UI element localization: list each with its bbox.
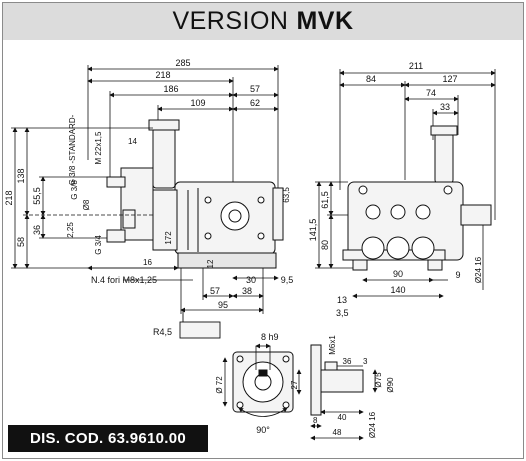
dim-55-5: 55,5 xyxy=(32,187,42,205)
dim-r-3-5: 3,5 xyxy=(336,308,349,318)
dia-8: Ø8 xyxy=(82,199,91,210)
shaft-40: 40 xyxy=(338,413,347,422)
dim-58: 58 xyxy=(16,237,26,247)
dim-109: 109 xyxy=(190,98,205,108)
dim-r-211: 211 xyxy=(409,61,423,71)
dim-r-80: 80 xyxy=(320,240,330,250)
shaft-36: 36 xyxy=(343,357,352,366)
dim-57-bottom: 57 xyxy=(210,286,220,296)
angle-90: 90° xyxy=(256,425,270,435)
dim-r-9: 9 xyxy=(455,270,460,280)
right-top-dimension-lines xyxy=(339,69,496,220)
dim-36: 36 xyxy=(32,225,42,235)
title-bar: VERSION MVK xyxy=(3,3,523,40)
dim-r-84: 84 xyxy=(366,74,376,84)
dim-95: 95 xyxy=(218,300,228,310)
dia-72: Ø 72 xyxy=(215,376,224,394)
dim-63-5: 63,5 xyxy=(282,187,291,203)
dim-138: 138 xyxy=(16,168,26,183)
drawing-code-label: DIS. COD. 63.9610.00 xyxy=(8,425,208,452)
shaft-8: 8 xyxy=(313,416,318,425)
shaft-48: 48 xyxy=(333,428,342,437)
shaft-side-view xyxy=(310,344,364,416)
thread-m22: M 22x1,5 xyxy=(94,131,103,164)
dim-186: 186 xyxy=(163,84,178,94)
dim-2-25: 2,25 xyxy=(66,222,75,238)
shaft-d24: Ø24 16 xyxy=(368,411,377,438)
side-view-pump xyxy=(106,119,284,269)
side-bottom-dimension-lines xyxy=(87,265,279,314)
dim-218-vertical: 218 xyxy=(4,190,14,205)
dim-r-141-5: 141,5 xyxy=(308,219,318,242)
flange-front-view xyxy=(232,351,294,413)
flange-dimension-lines xyxy=(222,343,302,417)
dim-57: 57 xyxy=(250,84,260,94)
dim-38: 38 xyxy=(242,286,252,296)
r4-5-label: R4,5 xyxy=(153,327,172,337)
dim-172: 172 xyxy=(164,231,173,245)
drawing-code: DIS. COD. 63.9610.00 xyxy=(29,430,187,447)
note-holes: N.4 fori M8x1,25 xyxy=(91,275,157,285)
dim-27: 27 xyxy=(290,380,299,389)
title-model: MVK xyxy=(296,7,354,35)
key-8h9: 8 h9 xyxy=(261,332,279,342)
dim-r-127: 127 xyxy=(442,74,457,84)
dim-62: 62 xyxy=(250,98,260,108)
front-dimension-lines xyxy=(315,181,484,299)
shaft-d90: Ø90 xyxy=(386,377,395,393)
dim-9-5: 9,5 xyxy=(281,275,294,285)
dim-218: 218 xyxy=(155,70,170,80)
dim-r-61-5: 61,5 xyxy=(320,191,330,209)
dim-r-33: 33 xyxy=(440,102,450,112)
dim-285: 285 xyxy=(175,58,190,68)
thread-g38: G 3/8 xyxy=(70,180,79,200)
dim-12: 12 xyxy=(206,259,215,268)
dim-r-90: 90 xyxy=(393,269,403,279)
dim-r-74: 74 xyxy=(426,88,436,98)
dim-r-140: 140 xyxy=(390,285,405,295)
shaft-3: 3 xyxy=(363,357,368,366)
m6x1: M6x1 xyxy=(328,335,337,355)
dim-16: 16 xyxy=(143,258,152,267)
dim-30: 30 xyxy=(246,275,256,285)
title-prefix: VERSION xyxy=(172,7,289,35)
thread-standard: G 3/8 -STANDARD- xyxy=(68,114,77,185)
dim-r-shaft: Ø24 16 xyxy=(474,256,483,283)
shaft-d75: Ø75 xyxy=(374,372,383,388)
key-detail xyxy=(179,310,221,339)
dim-r-13: 13 xyxy=(337,295,347,305)
front-view-pump xyxy=(342,125,492,271)
shaft-dimension-lines xyxy=(310,365,378,441)
thread-g34: G 3/4 xyxy=(94,235,103,255)
dim-14: 14 xyxy=(128,137,137,146)
technical-drawing: 285 218 186 57 109 62 211 84 127 74 33 xyxy=(4,58,496,441)
